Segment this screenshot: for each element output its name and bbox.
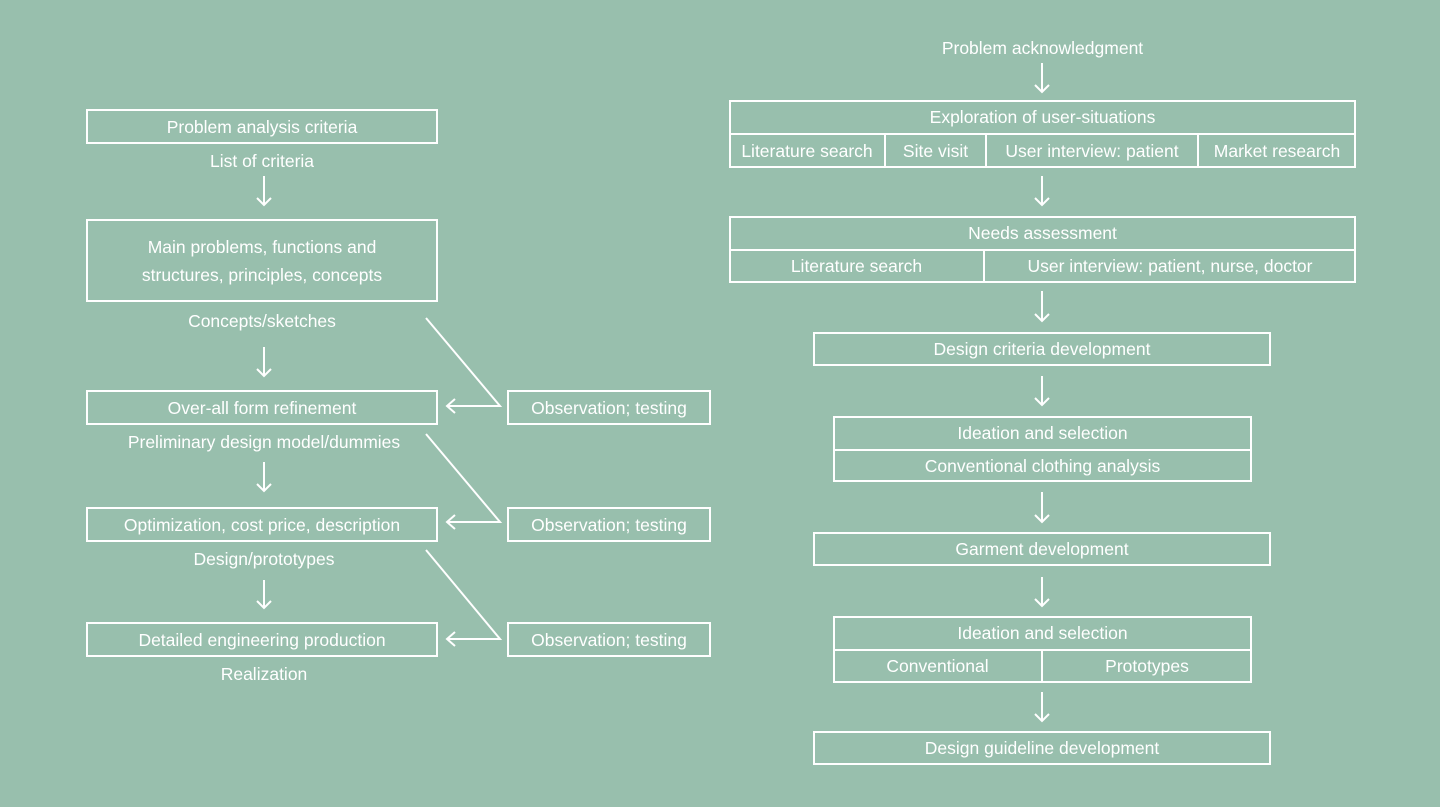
feedback-observation-testing-1: Observation; testing — [507, 390, 711, 425]
exploration-sep-2 — [985, 133, 987, 168]
ideation2-title: Ideation and selection — [957, 622, 1128, 643]
exploration-sep-3 — [1197, 133, 1199, 168]
arrow-down-icon — [1034, 577, 1050, 608]
step-label: Detailed engineering production — [138, 629, 386, 650]
feedback-label: Observation; testing — [531, 514, 687, 535]
step-label-line1: Main problems, functions and — [147, 236, 377, 257]
ideation2-sep — [1041, 649, 1043, 683]
needs-divider — [729, 249, 1356, 251]
exploration-user-interview: User interview: patient — [1005, 140, 1179, 161]
design-criteria-development: Design criteria development — [813, 332, 1271, 366]
feedback-label: Observation; testing — [531, 629, 687, 650]
feedback-observation-testing-2: Observation; testing — [507, 507, 711, 542]
step-optimization: Optimization, cost price, description — [86, 507, 438, 542]
step-label-line2: structures, principles, concepts — [141, 264, 383, 285]
needs-title: Needs assessment — [968, 222, 1117, 243]
output-concepts-sketches: Concepts/sketches — [188, 311, 336, 331]
step-label: Over-all form refinement — [167, 397, 357, 418]
arrow-down-icon — [1034, 692, 1050, 723]
exploration-sep-1 — [884, 133, 886, 168]
design-guideline-development: Design guideline development — [813, 731, 1271, 765]
step-label: Optimization, cost price, description — [123, 514, 401, 535]
arrow-down-icon — [1034, 176, 1050, 207]
arrow-down-icon — [1034, 376, 1050, 407]
feedback-observation-testing-3: Observation; testing — [507, 622, 711, 657]
exploration-market-research: Market research — [1213, 140, 1341, 161]
ideation1-title: Ideation and selection — [957, 422, 1128, 443]
ideation2-prototypes: Prototypes — [1105, 656, 1189, 676]
arrow-down-icon — [1034, 291, 1050, 323]
step-label: Garment development — [955, 539, 1129, 559]
exploration-title: Exploration of user-situations — [929, 106, 1156, 127]
step-problem-analysis-criteria: Problem analysis criteria — [86, 109, 438, 144]
step-label: Design criteria development — [933, 339, 1151, 359]
output-design-prototypes: Design/prototypes — [193, 549, 335, 569]
exploration-site-visit: Site visit — [902, 140, 969, 161]
needs-literature-search: Literature search — [790, 256, 923, 276]
ideation1-conventional-clothing-analysis: Conventional clothing analysis — [924, 455, 1161, 476]
arrow-down-icon — [256, 462, 272, 493]
arrow-down-icon — [256, 347, 272, 378]
step-label: Problem analysis criteria — [166, 116, 358, 137]
step-detailed-engineering: Detailed engineering production — [86, 622, 438, 657]
garment-development: Garment development — [813, 532, 1271, 566]
start-problem-acknowledgment: Problem acknowledgment — [941, 38, 1144, 58]
needs-user-interview: User interview: patient, nurse, doctor — [1027, 256, 1313, 276]
ideation2-conventional: Conventional — [886, 656, 989, 676]
arrow-down-icon — [256, 176, 272, 207]
output-realization: Realization — [220, 664, 308, 684]
ideation1-divider — [833, 449, 1252, 451]
step-label: Design guideline development — [924, 738, 1160, 758]
arrow-down-icon — [256, 580, 272, 610]
exploration-divider — [729, 133, 1356, 135]
feedback-label: Observation; testing — [531, 397, 687, 418]
arrow-down-icon — [1034, 492, 1050, 524]
step-over-all-form-refinement: Over-all form refinement — [86, 390, 438, 425]
needs-sep — [983, 249, 985, 283]
output-list-of-criteria: List of criteria — [209, 151, 315, 171]
output-preliminary-design-model: Preliminary design model/dummies — [127, 432, 401, 452]
arrow-down-icon — [1034, 63, 1050, 94]
exploration-literature-search: Literature search — [741, 140, 873, 161]
step-main-problems: Main problems, functions and structures,… — [86, 219, 438, 302]
